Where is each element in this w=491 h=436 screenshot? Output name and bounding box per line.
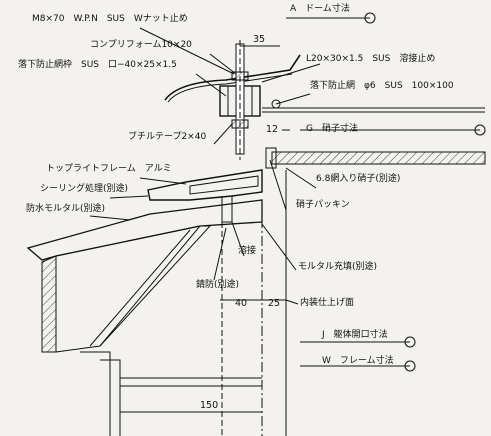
dim-40: 40 <box>235 298 248 309</box>
label-compriform: コンプリフォーム10×20 <box>90 40 192 50</box>
glass-packing <box>265 147 277 169</box>
label-butyl: ブチルテープ2×40 <box>128 132 207 142</box>
label-packing: 硝子パッキン <box>296 200 350 210</box>
dim-12: 12 <box>266 124 279 135</box>
label-bolt: M8×70 W.P.N SUS Wナット止め <box>32 14 188 24</box>
concrete-body <box>41 255 57 353</box>
dim-150: 150 <box>200 400 219 411</box>
dim-35: 35 <box>253 34 266 45</box>
label-weld: 溶接 <box>238 246 257 256</box>
label-fall-frame: 落下防止網枠 SUS 口−40×25×1.5 <box>18 60 177 70</box>
label-rust: 錆防(別途) <box>196 280 240 290</box>
glass-pane <box>271 151 486 165</box>
label-opening: J 躯体開口寸法 <box>322 330 388 340</box>
label-wired-glass: 6.8網入り硝子(別途) <box>316 174 401 184</box>
label-waterproof: 防水モルタル(別途) <box>26 204 106 214</box>
label-sealing: シーリング処理(別途) <box>40 184 129 194</box>
label-mortar-fill: モルタル充填(別途) <box>298 262 378 272</box>
label-dome: A ドーム寸法 <box>290 4 350 14</box>
label-angle: L20×30×1.5 SUS 溶接止め <box>306 54 436 64</box>
mortar-slab <box>26 199 263 261</box>
dome-sheet <box>164 54 301 101</box>
dim-25: 25 <box>268 298 281 309</box>
label-toplight: トップライトフレーム アルミ <box>46 164 172 174</box>
frame-leg <box>221 196 233 223</box>
label-frame-dim: W フレーム寸法 <box>322 356 394 366</box>
label-fall-net: 落下防止網 φ6 SUS 100×100 <box>310 81 454 91</box>
dome-sheet-inner <box>167 73 293 103</box>
label-glass: G 硝子寸法 <box>306 124 358 134</box>
toplight-frame <box>147 169 263 201</box>
label-interior: 内装仕上げ面 <box>300 298 355 308</box>
